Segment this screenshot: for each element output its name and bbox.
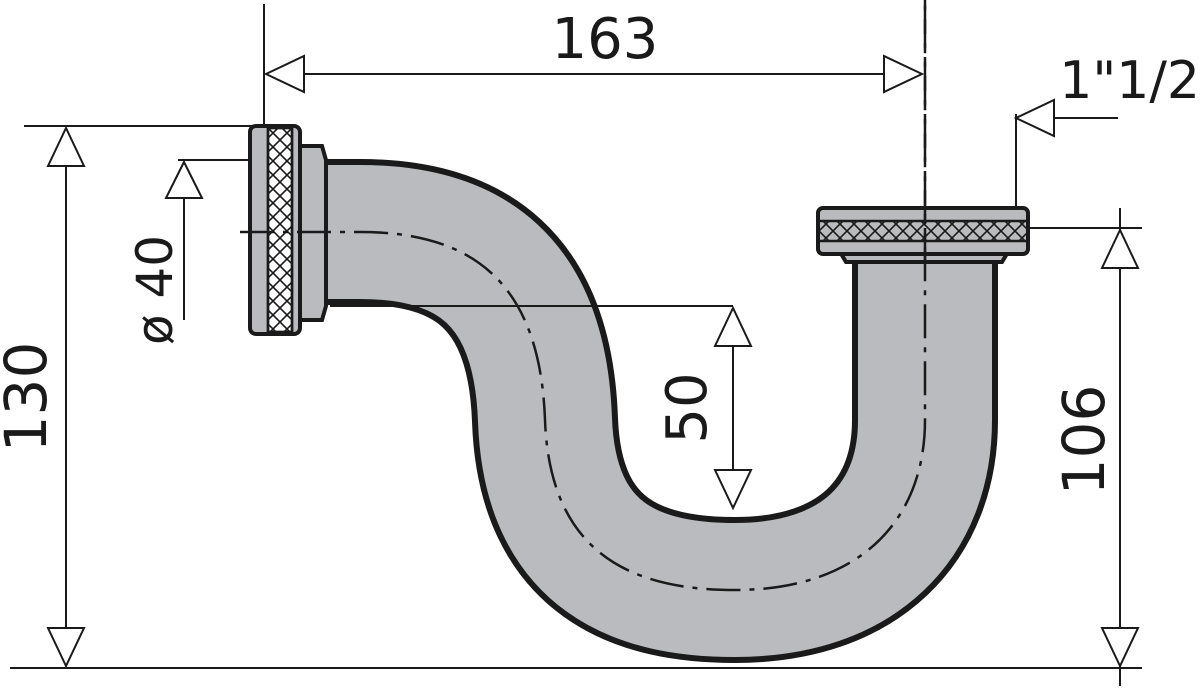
pipe-body: [318, 159, 998, 664]
dim-label-thread: 1"1/2: [1059, 51, 1200, 111]
dim-label-163: 163: [552, 7, 659, 72]
dimension-outlet-height: 106: [1028, 208, 1142, 686]
dim-label-50: 50: [655, 372, 720, 443]
dim-label-130: 130: [0, 342, 60, 453]
inlet-nut: [248, 124, 302, 336]
dimension-thread-size: 1"1/2: [1013, 51, 1200, 208]
dimension-water-seal: 50: [330, 305, 753, 511]
dimension-pipe-diameter: ø 40: [126, 159, 252, 345]
pipe-center-line: [240, 0, 927, 592]
outlet-nut: [816, 206, 1030, 264]
dimension-total-width: 163: [263, 4, 925, 126]
dim-label-106: 106: [1050, 385, 1118, 496]
dimension-total-height: 130: [0, 125, 262, 669]
dim-label-diameter: ø 40: [126, 235, 184, 345]
